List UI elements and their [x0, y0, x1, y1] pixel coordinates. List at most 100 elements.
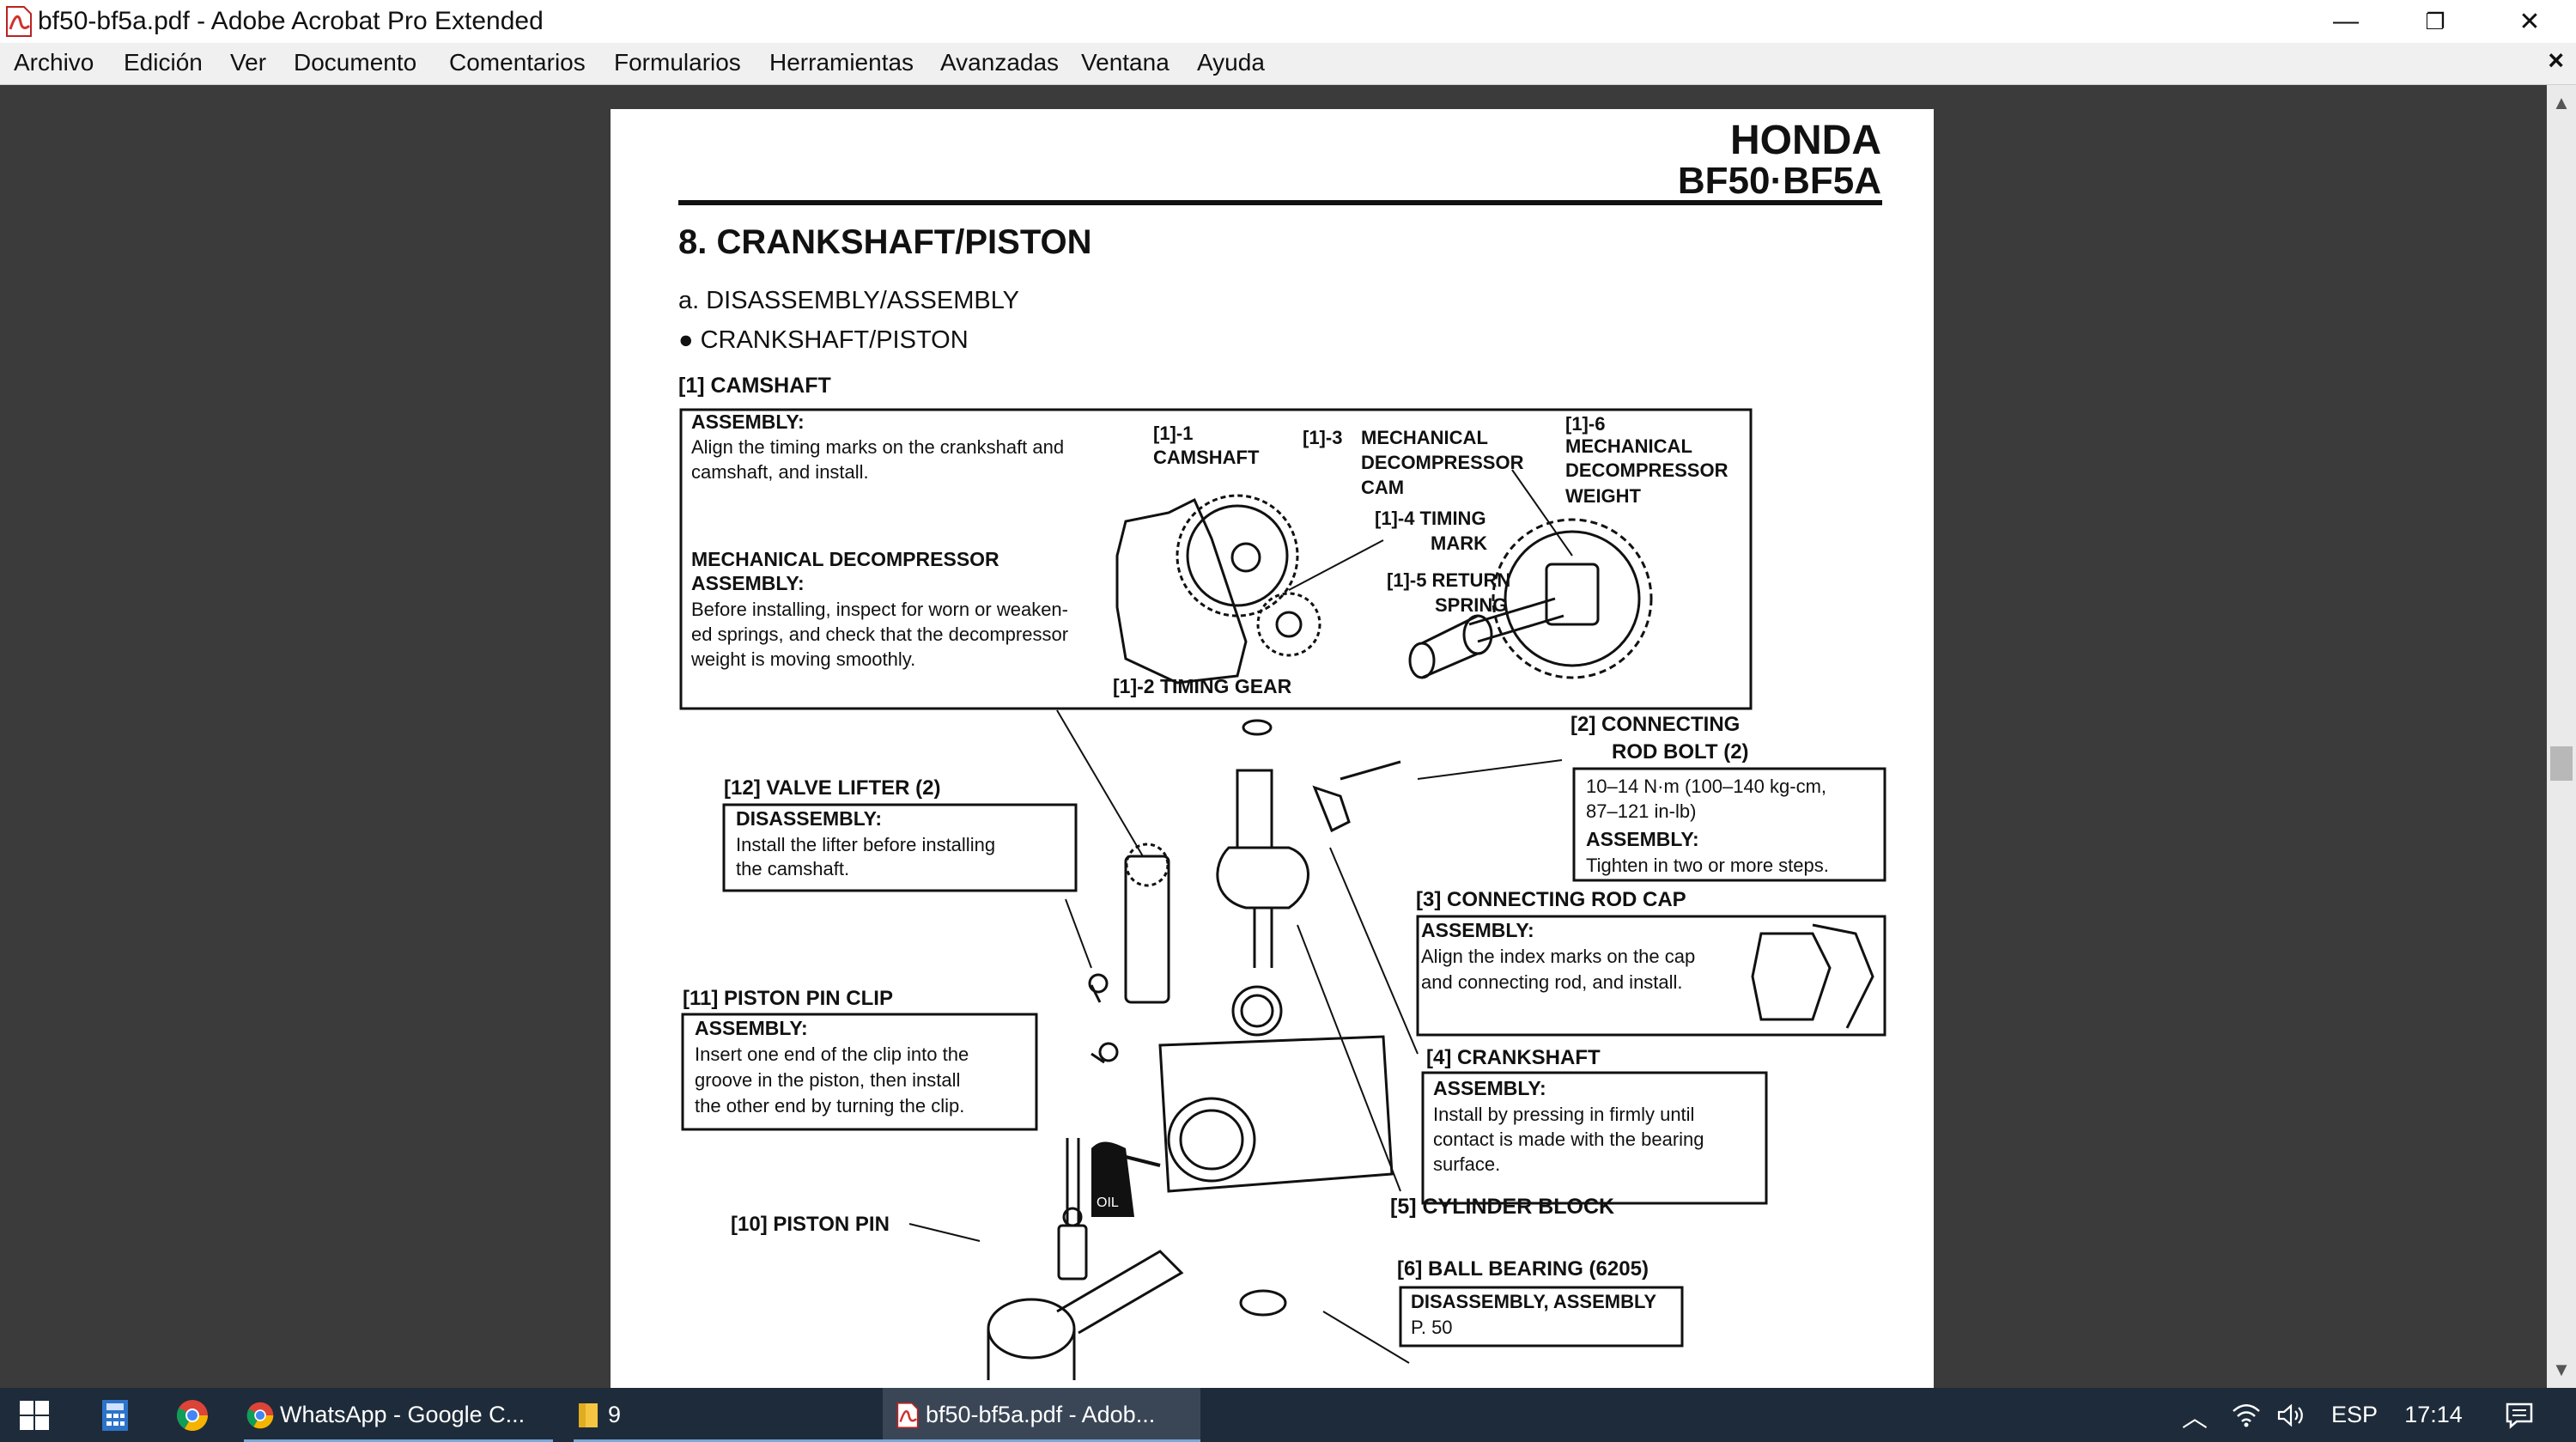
subsection-title: a. DISASSEMBLY/ASSEMBLY: [678, 287, 1019, 314]
menu-ver[interactable]: Ver: [230, 49, 267, 76]
menu-formularios[interactable]: Formularios: [614, 49, 741, 76]
item3-line1: Align the index marks on the cap: [1421, 946, 1695, 967]
item2-assembly-text: Tighten in two or more steps.: [1586, 855, 1829, 876]
menu-bar: Archivo Edición Ver Documento Comentario…: [0, 43, 2576, 85]
label-1-3: [1]-3: [1303, 427, 1342, 448]
pdf-page: HONDA BF50·BF5A 8. CRANKSHAFT/PISTON a. …: [611, 109, 1934, 1388]
item11-line3: the other end by turning the clip.: [695, 1095, 964, 1116]
menu-ayuda[interactable]: Ayuda: [1197, 49, 1265, 76]
item4-line3: surface.: [1433, 1153, 1500, 1175]
cam-assembly-line1: Align the timing marks on the crankshaft…: [691, 436, 1064, 458]
restore-button[interactable]: ❐: [2425, 8, 2445, 34]
calculator-icon: [102, 1399, 128, 1431]
item6-box: [1399, 1286, 1684, 1348]
label-1-6-line2: DECOMPRESSOR: [1565, 459, 1728, 481]
item2-label-line2: ROD BOLT (2): [1612, 740, 1749, 764]
menu-documento[interactable]: Documento: [294, 49, 417, 76]
item3-box: [1416, 915, 1886, 1037]
decomp-head2: ASSEMBLY:: [691, 572, 805, 594]
action-center-button[interactable]: [2494, 1388, 2545, 1442]
acrobat-taskbar-button[interactable]: bf50-bf5a.pdf - Adob...: [883, 1388, 1200, 1442]
item11-head: ASSEMBLY:: [695, 1017, 808, 1039]
item12-line2: the camshaft.: [736, 858, 849, 879]
folder-taskbar-button[interactable]: 9: [570, 1388, 886, 1442]
notification-icon: [2506, 1402, 2533, 1429]
header-rule: [678, 200, 1882, 205]
close-document-button[interactable]: ×: [2548, 45, 2564, 76]
cam-assembly-line2: camshaft, and install.: [691, 461, 869, 483]
pdf-file-icon: [896, 1402, 919, 1428]
item3-label: [3] CONNECTING ROD CAP: [1416, 888, 1686, 911]
item12-box: [722, 803, 1078, 892]
vertical-scrollbar[interactable]: ▲ ▼: [2547, 85, 2576, 1388]
item6-line2: P. 50: [1411, 1317, 1453, 1338]
language-indicator[interactable]: ESP: [2330, 1402, 2379, 1427]
item2-torque-line2: 87–121 in-lb): [1586, 800, 1696, 822]
acrobat-task-label: bf50-bf5a.pdf - Adob...: [926, 1402, 1156, 1427]
cam-assembly-head: ASSEMBLY:: [691, 411, 805, 433]
item6-line1: DISASSEMBLY, ASSEMBLY: [1411, 1291, 1656, 1312]
item4-line1: Install by pressing in firmly until: [1433, 1104, 1694, 1125]
item11-line1: Insert one end of the clip into the: [695, 1043, 969, 1065]
chrome-icon: [176, 1399, 208, 1431]
menu-herramientas[interactable]: Herramientas: [769, 49, 914, 76]
chrome-small-icon: [246, 1402, 274, 1428]
item3-line2: and connecting rod, and install.: [1421, 971, 1683, 993]
bullet-heading: ● CRANKSHAFT/PISTON: [678, 326, 969, 354]
brand-logo: HONDA: [1730, 118, 1881, 163]
start-button[interactable]: [0, 1388, 69, 1442]
sticky-note-icon: [579, 1402, 598, 1427]
close-button[interactable]: ✕: [2518, 7, 2541, 36]
camshaft-box: [679, 408, 1753, 710]
item10-label: [10] PISTON PIN: [731, 1213, 890, 1236]
label-1-5-line2: SPRING: [1435, 594, 1507, 616]
whatsapp-task-label: WhatsApp - Google C...: [280, 1402, 526, 1427]
item12-head: DISASSEMBLY:: [736, 807, 882, 830]
exploded-view-illustration: [908, 709, 1563, 1380]
scroll-down-icon[interactable]: ▼: [2552, 1359, 2571, 1380]
item2-box: [1572, 767, 1886, 882]
item11-label: [11] PISTON PIN CLIP: [683, 987, 893, 1010]
label-1-4-line2: MARK: [1431, 532, 1487, 554]
acrobat-pdf-icon: [3, 5, 34, 38]
item2-torque: 10–14 N·m (100–140 kg-cm,: [1586, 776, 1826, 797]
label-1-2: [1]-2 TIMING GEAR: [1113, 675, 1292, 697]
label-1-1-name: CAMSHAFT: [1153, 447, 1260, 468]
label-1-6: [1]-6: [1565, 413, 1605, 435]
network-button[interactable]: [2227, 1388, 2265, 1442]
scroll-thumb[interactable]: [2550, 746, 2573, 781]
minimize-button[interactable]: —: [2333, 7, 2359, 35]
item4-assembly-head: ASSEMBLY:: [1433, 1077, 1546, 1099]
label-1-6-line1: MECHANICAL: [1565, 435, 1692, 457]
volume-button[interactable]: [2272, 1388, 2310, 1442]
windows-logo-icon: [20, 1400, 49, 1430]
active-indicator-2: [574, 1439, 883, 1442]
item5-label: [5] CYLINDER BLOCK: [1390, 1195, 1614, 1219]
item1-label: [1] CAMSHAFT: [678, 374, 831, 398]
scroll-up-icon[interactable]: ▲: [2552, 92, 2571, 113]
item2-label: [2] CONNECTING: [1571, 713, 1740, 736]
item6-label: [6] BALL BEARING (6205): [1397, 1257, 1649, 1281]
active-indicator-3: [883, 1439, 1200, 1442]
active-indicator: [244, 1439, 553, 1442]
item4-label: [4] CRANKSHAFT: [1426, 1046, 1601, 1069]
clock[interactable]: 17:14: [2404, 1402, 2463, 1427]
folder-task-label: 9: [608, 1402, 622, 1427]
item12-label: [12] VALVE LIFTER (2): [724, 776, 940, 800]
oil-label: OIL: [1097, 1196, 1119, 1210]
item12-line1: Install the lifter before installing: [736, 834, 995, 855]
menu-archivo[interactable]: Archivo: [14, 49, 94, 76]
calculator-taskbar-button[interactable]: [89, 1388, 141, 1442]
chrome-taskbar-button[interactable]: [167, 1388, 218, 1442]
whatsapp-taskbar-button[interactable]: WhatsApp - Google C...: [240, 1388, 556, 1442]
menu-avanzadas[interactable]: Avanzadas: [940, 49, 1060, 76]
menu-comentarios[interactable]: Comentarios: [449, 49, 586, 76]
menu-ventana[interactable]: Ventana: [1081, 49, 1170, 76]
label-1-5: [1]-5 RETURN: [1387, 569, 1510, 591]
label-1-3-line1: MECHANICAL: [1361, 427, 1488, 448]
speaker-icon: [2277, 1403, 2303, 1427]
label-1-3-line3: CAM: [1361, 477, 1404, 498]
item4-line2: contact is made with the bearing: [1433, 1129, 1704, 1150]
menu-edicion[interactable]: Edición: [124, 49, 203, 76]
show-hidden-icons-button[interactable]: ︿: [2178, 1388, 2212, 1442]
